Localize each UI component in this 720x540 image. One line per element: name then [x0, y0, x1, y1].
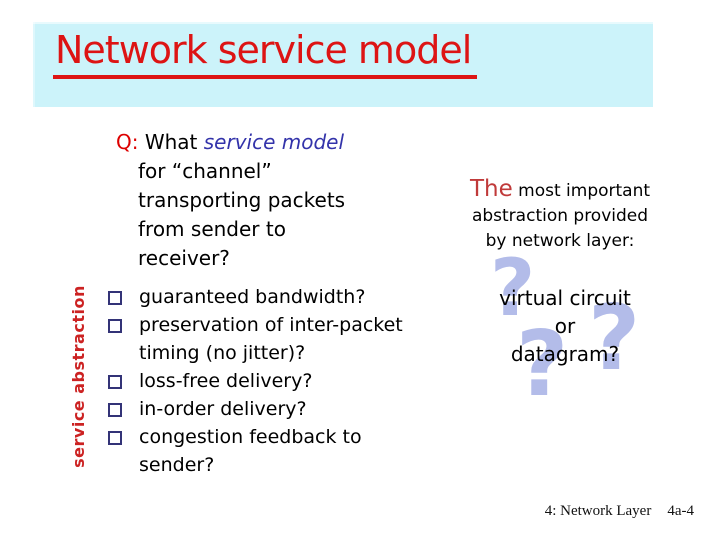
bullet-line: guaranteed bandwidth?	[139, 286, 366, 308]
heading-line: The most important	[430, 176, 690, 204]
bullet-list: guaranteed bandwidth? preservation of in…	[108, 283, 438, 479]
heading-line: abstraction provided	[471, 206, 649, 226]
footer-page: 4a-4	[667, 503, 694, 519]
answer-line: datagram?	[510, 342, 620, 366]
title-banner: Network service model	[33, 22, 653, 107]
square-bullet-icon	[108, 291, 122, 305]
footer: 4: Network Layer 4a-4	[545, 503, 694, 520]
list-item: preservation of inter-packet timing (no …	[108, 311, 438, 367]
bullet-line: preservation of inter-packet	[139, 314, 403, 336]
question-line: Q: What service model	[116, 128, 416, 157]
bullet-line: congestion feedback to	[139, 426, 362, 448]
question-lead: What	[144, 130, 198, 154]
question-line: from sender to	[138, 217, 286, 241]
question-line: for “channel”	[138, 159, 272, 183]
vertical-label: service abstraction	[62, 285, 94, 468]
heading-the: The	[469, 176, 513, 202]
answer-line: virtual circuit	[499, 286, 631, 310]
answer-text: virtual circuit or datagram?	[440, 284, 690, 368]
vertical-label-text: service abstraction	[68, 284, 88, 468]
question-mark-icon: ?	[516, 312, 569, 417]
bullet-line: timing (no jitter)?	[139, 342, 306, 364]
answer-zone: ? ? ? virtual circuit or datagram?	[440, 250, 690, 433]
bullet-line: sender?	[139, 454, 215, 476]
question-mark-icon: ?	[490, 244, 536, 334]
square-bullet-icon	[108, 431, 122, 445]
list-item: guaranteed bandwidth?	[108, 283, 438, 311]
square-bullet-icon	[108, 403, 122, 417]
question-line: transporting packets	[138, 188, 346, 212]
heading-line: by network layer:	[485, 231, 635, 251]
question-emphasis: service model	[203, 130, 345, 154]
list-item: in-order delivery?	[108, 395, 438, 423]
answer-line: or	[554, 314, 576, 338]
footer-section: 4: Network Layer	[544, 503, 652, 519]
list-item: loss-free delivery?	[108, 367, 438, 395]
square-bullet-icon	[108, 375, 122, 389]
slide-title: Network service model	[53, 28, 478, 79]
bullet-line: loss-free delivery?	[139, 370, 313, 392]
list-item: congestion feedback to sender?	[108, 423, 438, 479]
question-line: receiver?	[138, 246, 230, 270]
question-mark-icon: ?	[588, 286, 641, 391]
question-block: Q: What service model for “channel” tran…	[116, 128, 416, 273]
bullet-line: in-order delivery?	[139, 398, 307, 420]
question-prefix: Q:	[116, 130, 139, 154]
heading-rest: most important	[518, 181, 651, 201]
right-heading: The most important abstraction provided …	[430, 176, 690, 254]
square-bullet-icon	[108, 319, 122, 333]
